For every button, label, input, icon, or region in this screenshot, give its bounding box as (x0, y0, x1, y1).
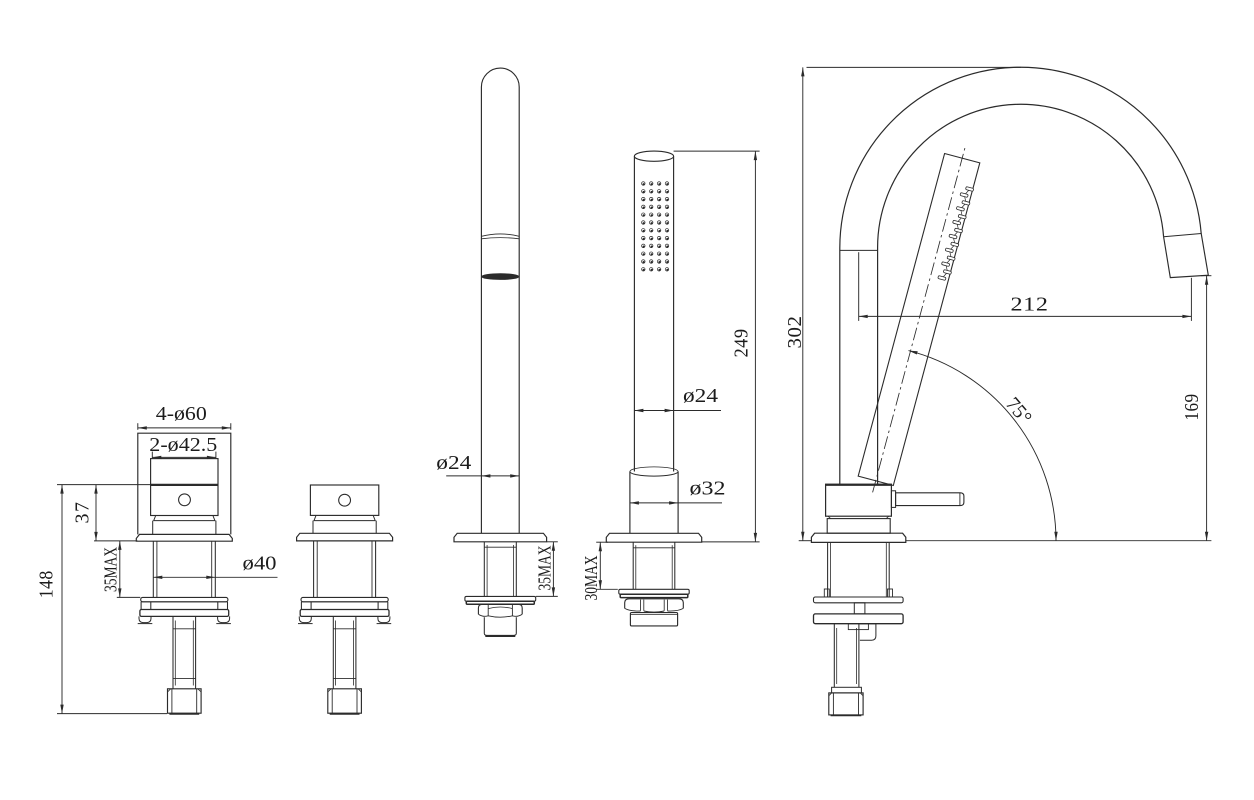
handle (309, 484, 380, 516)
threaded-shank (483, 541, 517, 597)
washer-and-nut (618, 588, 690, 627)
deck-flange (453, 532, 548, 543)
lever-handle (890, 490, 965, 508)
threaded-shank (172, 616, 197, 689)
hand-shower-view: ø24 ø32 30MAX 249 (581, 150, 760, 627)
dim-label-shower-deck: 30MAX (581, 555, 601, 600)
deck-flange (605, 532, 703, 543)
spout-dimensions: ø24 35MAX (436, 452, 558, 597)
holder-cup (629, 466, 679, 534)
mounting-hardware (137, 596, 231, 625)
valve-body-tube (152, 541, 216, 598)
spout-view: ø24 35MAX (436, 67, 558, 638)
shank-nut (327, 688, 362, 715)
under-deck-mounting (812, 542, 904, 717)
valve-trim-covered-view: 4-ø60 2-ø42.5 37 148 35MAX ø40 (36, 403, 278, 715)
mounting-hardware (298, 596, 392, 625)
cover-box (137, 432, 232, 535)
dim-label-total-height: 148 (36, 570, 58, 598)
docked-hand-shower (857, 144, 981, 493)
handle (150, 458, 219, 517)
deck-flange (810, 532, 907, 543)
handle-neck (152, 515, 217, 535)
valve-trim-open-view (296, 484, 394, 715)
threaded-shank (632, 542, 676, 590)
dim-label-faucet-height: 302 (784, 316, 806, 349)
dim-label-body-diameter: ø40 (243, 553, 277, 575)
shank-nut (166, 688, 202, 715)
dim-label-holder-diameter: ø32 (690, 478, 726, 500)
dim-label-dock-angle: 75° (1001, 393, 1036, 429)
handle-neck (312, 515, 377, 534)
spout-tube (480, 67, 520, 534)
dim-label-wand-diameter: ø24 (683, 385, 718, 407)
dim-label-outlet-height: 169 (1181, 394, 1203, 421)
dim-label-cartridge-size: 2-ø42.5 (149, 434, 217, 456)
base-flange (296, 532, 394, 542)
threaded-shank (332, 616, 357, 689)
base-flange (135, 533, 233, 542)
valve-dimensions: 4-ø60 2-ø42.5 37 148 35MAX ø40 (36, 403, 278, 715)
dim-label-deck-thickness: 35MAX (101, 547, 121, 592)
dim-label-handle-height: 37 (72, 501, 94, 524)
shower-wand (633, 150, 675, 472)
spray-face-dots (641, 181, 670, 272)
assembled-faucet-view: 302 212 169 75° (784, 66, 1212, 717)
dim-label-shower-height: 249 (731, 329, 753, 358)
dim-label-cover-width: 4-ø60 (156, 403, 207, 425)
dim-label-spout-diameter: ø24 (436, 452, 471, 474)
outlet-nozzle (1163, 233, 1209, 279)
washer-and-nut (464, 595, 537, 618)
mixer-body (824, 483, 892, 534)
faucet-dimensions: 302 212 169 75° (784, 66, 1212, 542)
dim-label-spout-reach: 212 (1011, 294, 1049, 316)
spray-nozzle-ticks (937, 186, 974, 281)
dim-label-spout-deck: 35MAX (535, 545, 555, 590)
valve-body-tube (313, 541, 377, 598)
shower-dimensions: ø24 ø32 30MAX 249 (581, 150, 760, 601)
shank-tip (483, 617, 517, 638)
